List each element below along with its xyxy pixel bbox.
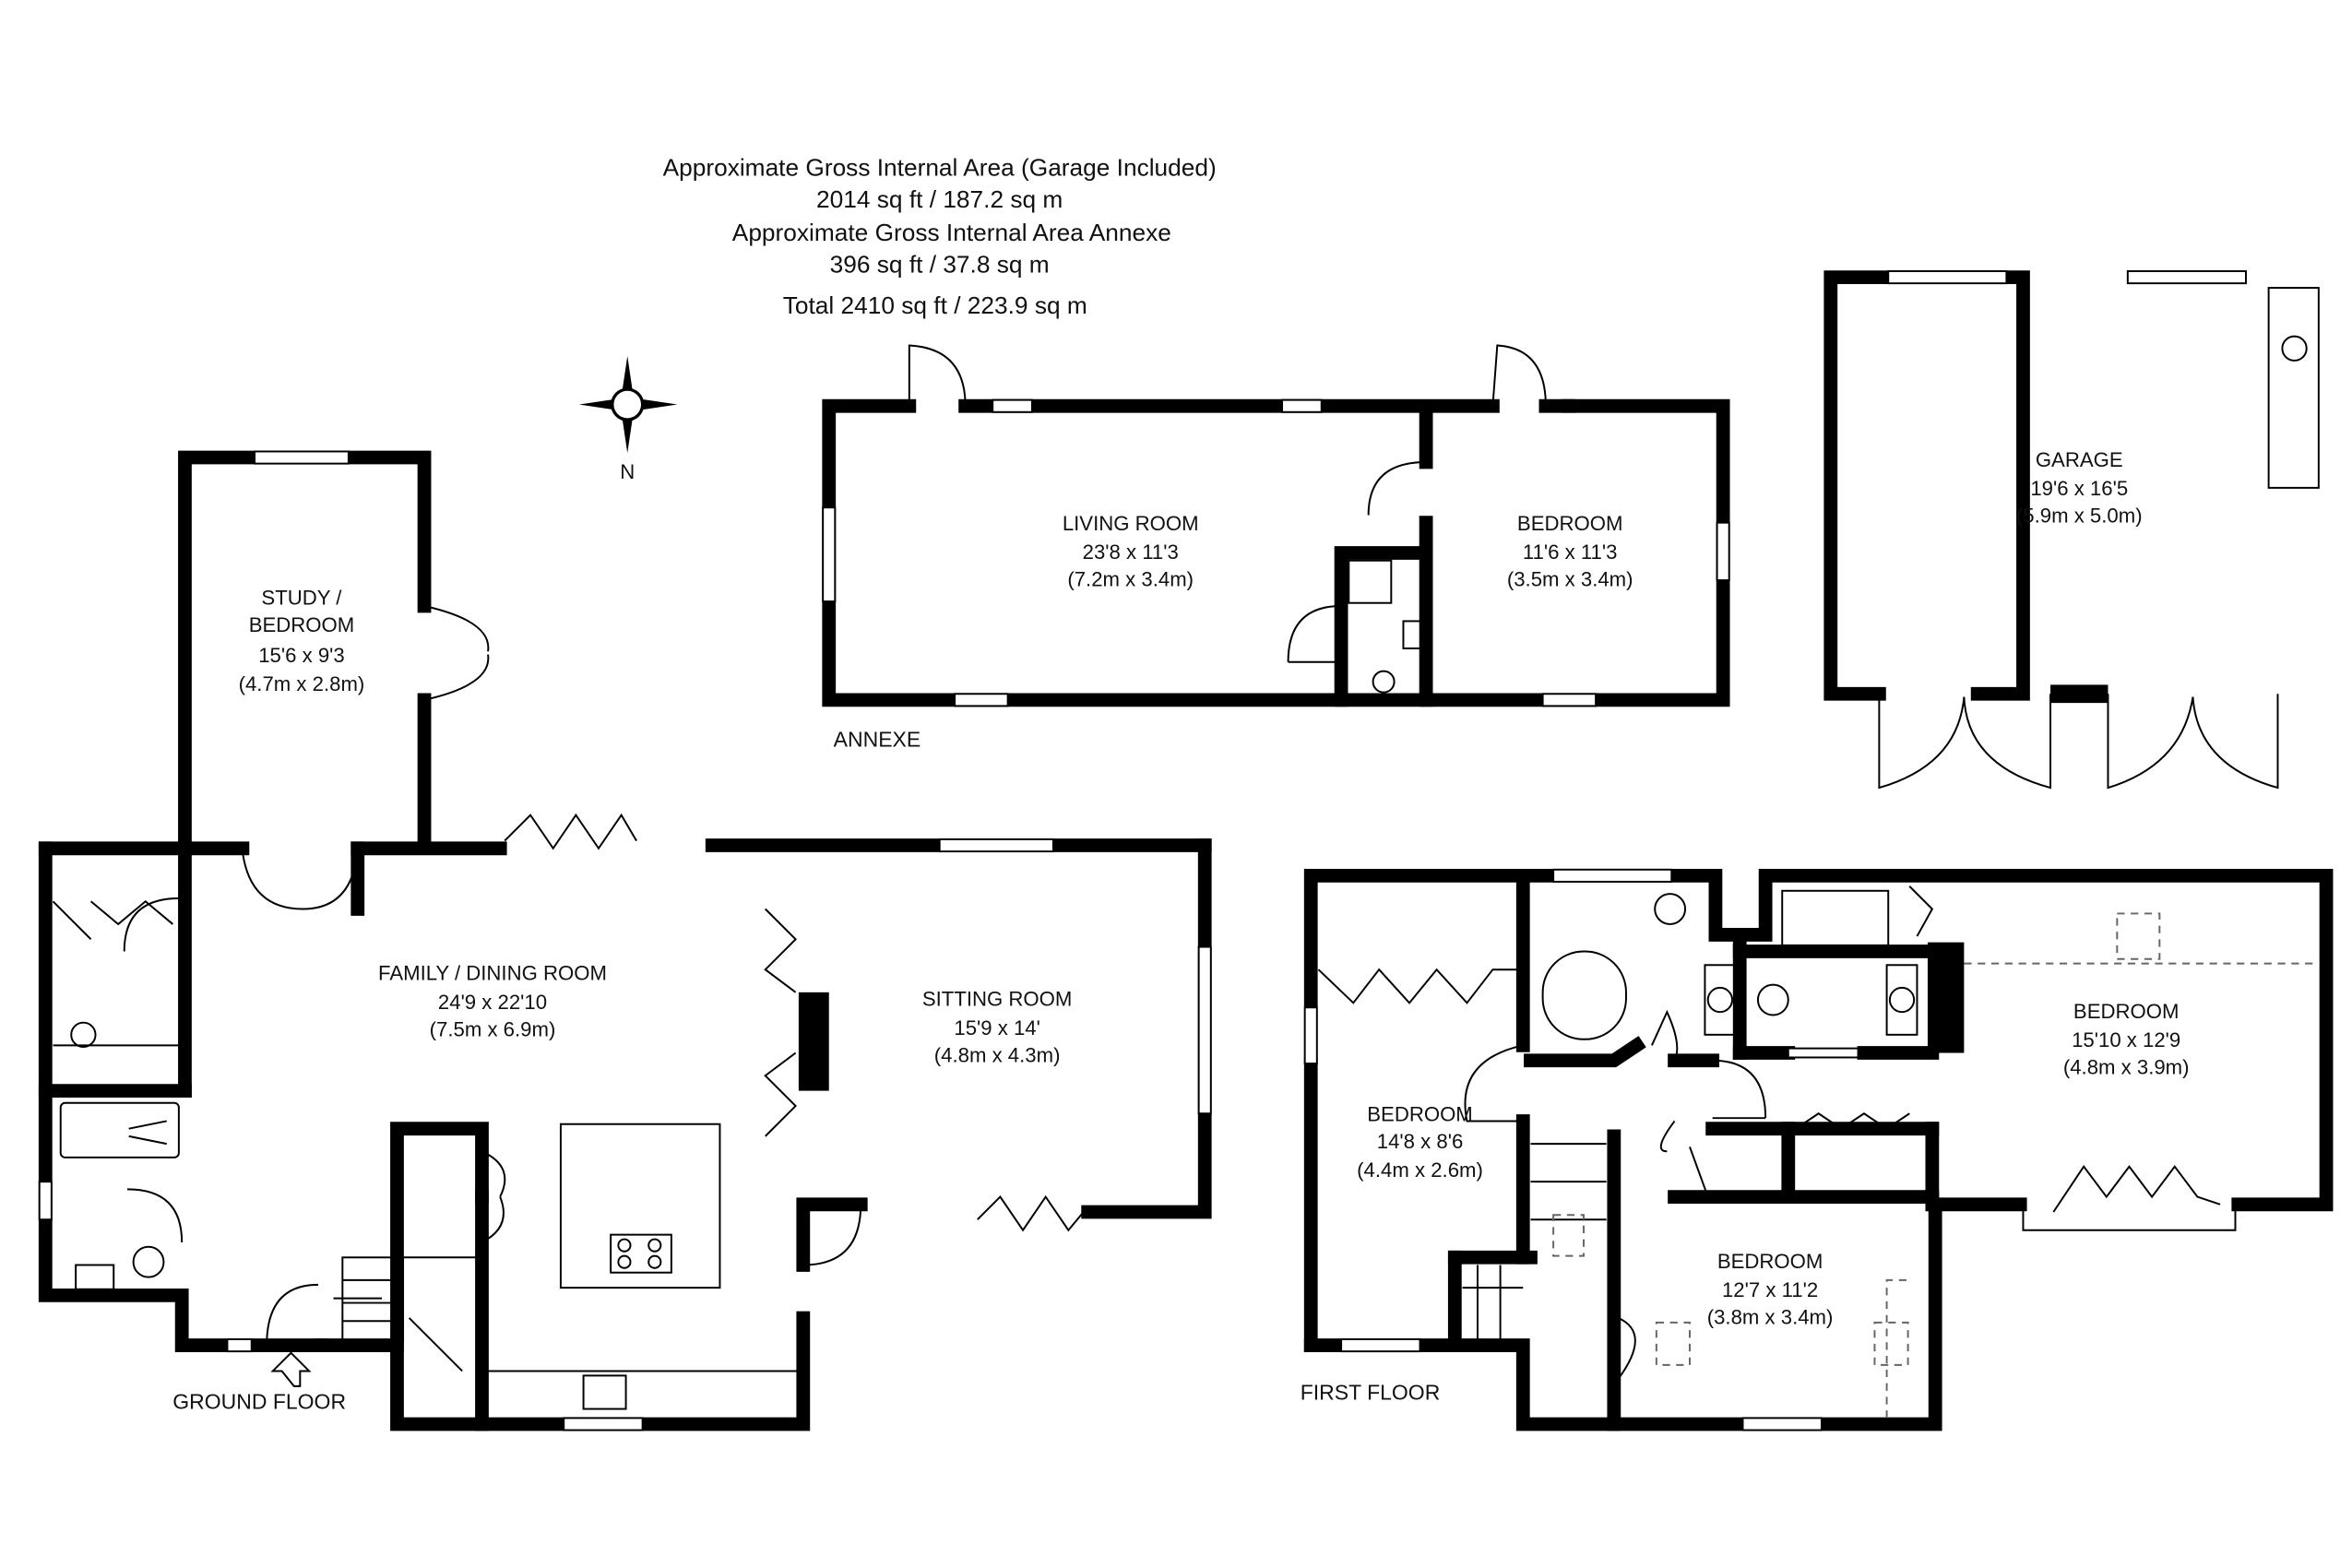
ff-bedroom1-name: BEDROOM: [1367, 1102, 1473, 1125]
annexe-living-metric: (7.2m x 3.4m): [1067, 568, 1194, 591]
annexe-label: ANNEXE: [834, 728, 921, 752]
ff-bedroom3-metric: (3.8m x 3.4m): [1707, 1306, 1834, 1329]
annexe-bedroom-name: BEDROOM: [1517, 512, 1623, 535]
sitting-room-name: SITTING ROOM: [922, 988, 1073, 1011]
compass-icon: N: [578, 355, 678, 483]
compass-north-label: N: [620, 460, 635, 483]
ground-floor-plan: STUDY / BEDROOM 15'6 x 9'3 (4.7m x 2.8m)…: [38, 450, 1212, 1431]
family-room-imperial: 24'9 x 22'10: [438, 991, 547, 1014]
entrance-arrow-icon: [270, 1351, 312, 1387]
ff-bedroom2-metric: (4.8m x 3.9m): [2063, 1056, 2190, 1079]
ff-bedroom3-name: BEDROOM: [1717, 1250, 1823, 1273]
garage-metric: (5.9m x 5.0m): [2016, 505, 2143, 528]
study-name-line2: BEDROOM: [249, 613, 355, 636]
area-summary: Approximate Gross Internal Area (Garage …: [663, 154, 1217, 319]
annexe-bedroom-metric: (3.5m x 3.4m): [1507, 568, 1633, 591]
ff-bedroom1-imperial: 14'8 x 8'6: [1377, 1130, 1463, 1153]
study-size-metric: (4.7m x 2.8m): [239, 672, 365, 695]
first-floor-plan: BEDROOM 14'8 x 8'6 (4.4m x 2.6m) BEDROOM…: [1301, 868, 2334, 1431]
ff-bedroom2-imperial: 15'10 x 12'9: [2072, 1028, 2180, 1051]
annexe-living-imperial: 23'8 x 11'3: [1083, 540, 1179, 564]
ground-floor-label: GROUND FLOOR: [172, 1390, 346, 1414]
annexe-bedroom-imperial: 11'6 x 11'3: [1523, 540, 1618, 564]
first-floor-label: FIRST FLOOR: [1301, 1381, 1441, 1405]
area-line-1: Approximate Gross Internal Area (Garage …: [663, 154, 1217, 182]
ff-bedroom2-name: BEDROOM: [2073, 1000, 2180, 1023]
garage-name: GARAGE: [2036, 448, 2123, 471]
area-line-3: Approximate Gross Internal Area Annexe: [732, 219, 1171, 246]
area-line-4: 396 sq ft / 37.8 sq m: [830, 251, 1050, 279]
sitting-room-metric: (4.8m x 4.3m): [934, 1043, 1061, 1066]
ff-bedroom3-imperial: 12'7 x 11'2: [1722, 1278, 1818, 1301]
study-size-imperial: 15'6 x 9'3: [258, 644, 344, 667]
family-room-name: FAMILY / DINING ROOM: [378, 962, 607, 985]
sitting-room-imperial: 15'9 x 14': [954, 1016, 1039, 1039]
annexe-plan: LIVING ROOM 23'8 x 11'3 (7.2m x 3.4m) BE…: [822, 344, 1730, 752]
annexe-living-name: LIVING ROOM: [1063, 512, 1199, 535]
garage-plan: GARAGE 19'6 x 16'5 (5.9m x 5.0m): [1823, 270, 2320, 790]
family-room-metric: (7.5m x 6.9m): [430, 1017, 556, 1040]
study-name-line1: STUDY /: [261, 586, 342, 609]
garage-imperial: 19'6 x 16'5: [2030, 477, 2128, 500]
area-line-2: 2014 sq ft / 187.2 sq m: [816, 185, 1063, 213]
ff-bedroom1-metric: (4.4m x 2.6m): [1357, 1158, 1483, 1182]
area-total: Total 2410 sq ft / 223.9 sq m: [783, 291, 1087, 319]
